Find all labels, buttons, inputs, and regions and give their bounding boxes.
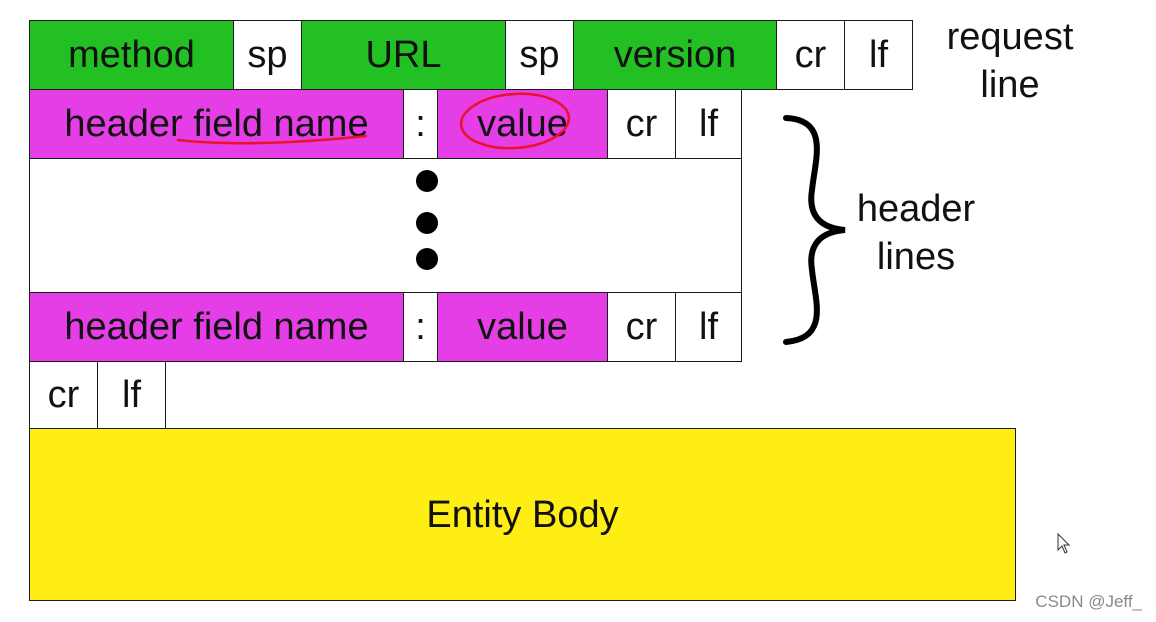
header-cr-field-2: cr [607, 292, 676, 362]
value-field-1: value [437, 89, 608, 159]
value-label-2: value [477, 306, 568, 348]
ellipsis-dot-2 [416, 212, 438, 234]
colon-label-1: : [415, 103, 426, 145]
header-lines-label-line2: lines [876, 235, 956, 278]
mouse-cursor-icon [1057, 532, 1071, 554]
curly-brace-icon [783, 115, 846, 345]
header-field-name-1: header field name [29, 89, 404, 159]
request-line-label-line1: request [946, 16, 1074, 58]
header-lines-label-line1: header [856, 188, 976, 230]
colon-field-2: : [403, 292, 438, 362]
sp-label-1: sp [247, 34, 288, 76]
sp-field-1: sp [233, 20, 302, 90]
header-lf-label-2: lf [699, 306, 718, 348]
blank-line-cr-label: cr [47, 374, 80, 416]
colon-label-2: : [415, 306, 426, 348]
header-lines-ellipsis-box [29, 158, 742, 293]
value-label-1: value [477, 103, 568, 145]
request-cr-label: cr [794, 34, 827, 76]
header-field-name-2-label: header field name [64, 306, 369, 348]
blank-line-cr-field: cr [29, 361, 98, 429]
header-field-name-2: header field name [29, 292, 404, 362]
version-label: version [613, 34, 737, 76]
header-cr-label-2: cr [625, 306, 658, 348]
header-cr-field-1: cr [607, 89, 676, 159]
request-lf-field: lf [844, 20, 913, 90]
request-line-label-line2: line [980, 63, 1040, 106]
blank-line-lf-label: lf [122, 374, 141, 416]
request-line-label: request line [930, 14, 1090, 109]
header-field-name-1-label: header field name [64, 103, 369, 145]
sp-label-2: sp [519, 34, 560, 76]
header-cr-label-1: cr [625, 103, 658, 145]
header-lf-field-2: lf [675, 292, 742, 362]
request-lf-label: lf [869, 34, 888, 76]
method-label: method [68, 34, 195, 76]
header-lines-label: header lines [846, 186, 986, 281]
method-field: method [29, 20, 234, 90]
value-field-2: value [437, 292, 608, 362]
sp-field-2: sp [505, 20, 574, 90]
version-field: version [573, 20, 777, 90]
ellipsis-dot-1 [416, 170, 438, 192]
request-cr-field: cr [776, 20, 845, 90]
url-field: URL [301, 20, 506, 90]
colon-field-1: : [403, 89, 438, 159]
entity-body: Entity Body [29, 428, 1016, 601]
ellipsis-dot-3 [416, 248, 438, 270]
blank-line-lf-field: lf [97, 361, 166, 429]
header-lf-label-1: lf [699, 103, 718, 145]
entity-body-label: Entity Body [426, 493, 619, 536]
header-lf-field-1: lf [675, 89, 742, 159]
url-label: URL [365, 34, 442, 76]
watermark: CSDN @Jeff_ [1035, 592, 1142, 611]
